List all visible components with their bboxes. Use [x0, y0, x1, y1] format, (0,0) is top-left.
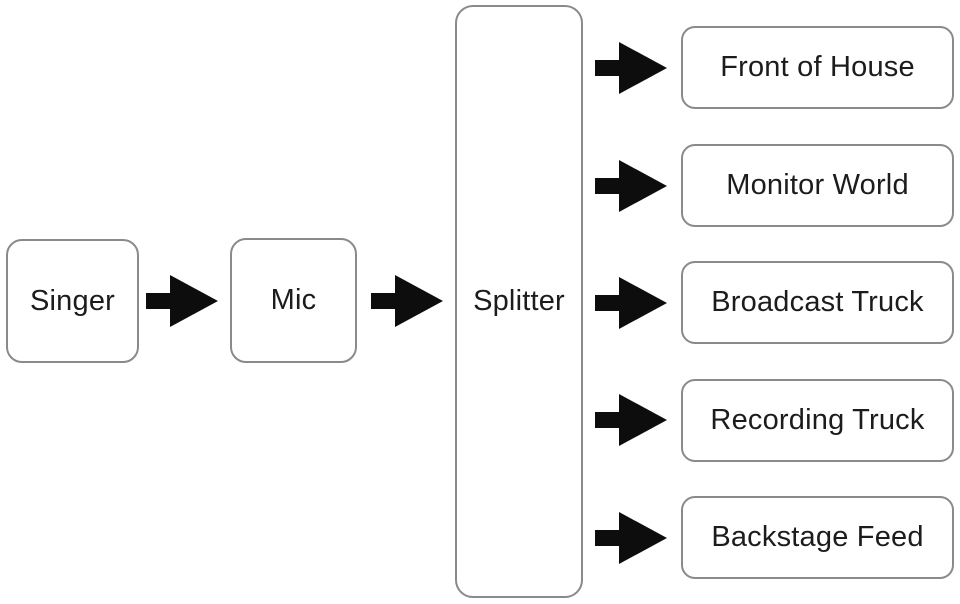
node-splitter: Splitter	[455, 5, 583, 598]
node-mic: Mic	[230, 238, 357, 363]
arrow-singer-to-mic-icon	[146, 275, 218, 327]
node-monitor-world-label: Monitor World	[726, 169, 909, 201]
arrow-splitter-to-monitor-world-icon	[595, 160, 667, 212]
node-front-of-house: Front of House	[681, 26, 954, 109]
node-recording-truck: Recording Truck	[681, 379, 954, 462]
arrow-splitter-to-backstage-feed-icon	[595, 512, 667, 564]
arrow-splitter-to-front-of-house-icon	[595, 42, 667, 94]
arrow-splitter-to-broadcast-truck-icon	[595, 277, 667, 329]
node-monitor-world: Monitor World	[681, 144, 954, 227]
arrow-splitter-to-recording-truck-icon	[595, 394, 667, 446]
node-backstage-feed: Backstage Feed	[681, 496, 954, 579]
node-backstage-feed-label: Backstage Feed	[711, 521, 924, 553]
node-front-of-house-label: Front of House	[720, 51, 915, 83]
node-singer-label: Singer	[29, 284, 116, 317]
node-broadcast-truck: Broadcast Truck	[681, 261, 954, 344]
node-broadcast-truck-label: Broadcast Truck	[711, 286, 924, 318]
arrow-mic-to-splitter-icon	[371, 275, 443, 327]
node-singer: Singer	[6, 239, 139, 363]
node-recording-truck-label: Recording Truck	[710, 404, 925, 436]
node-mic-label: Mic	[270, 284, 317, 316]
node-splitter-label: Splitter	[473, 285, 565, 317]
